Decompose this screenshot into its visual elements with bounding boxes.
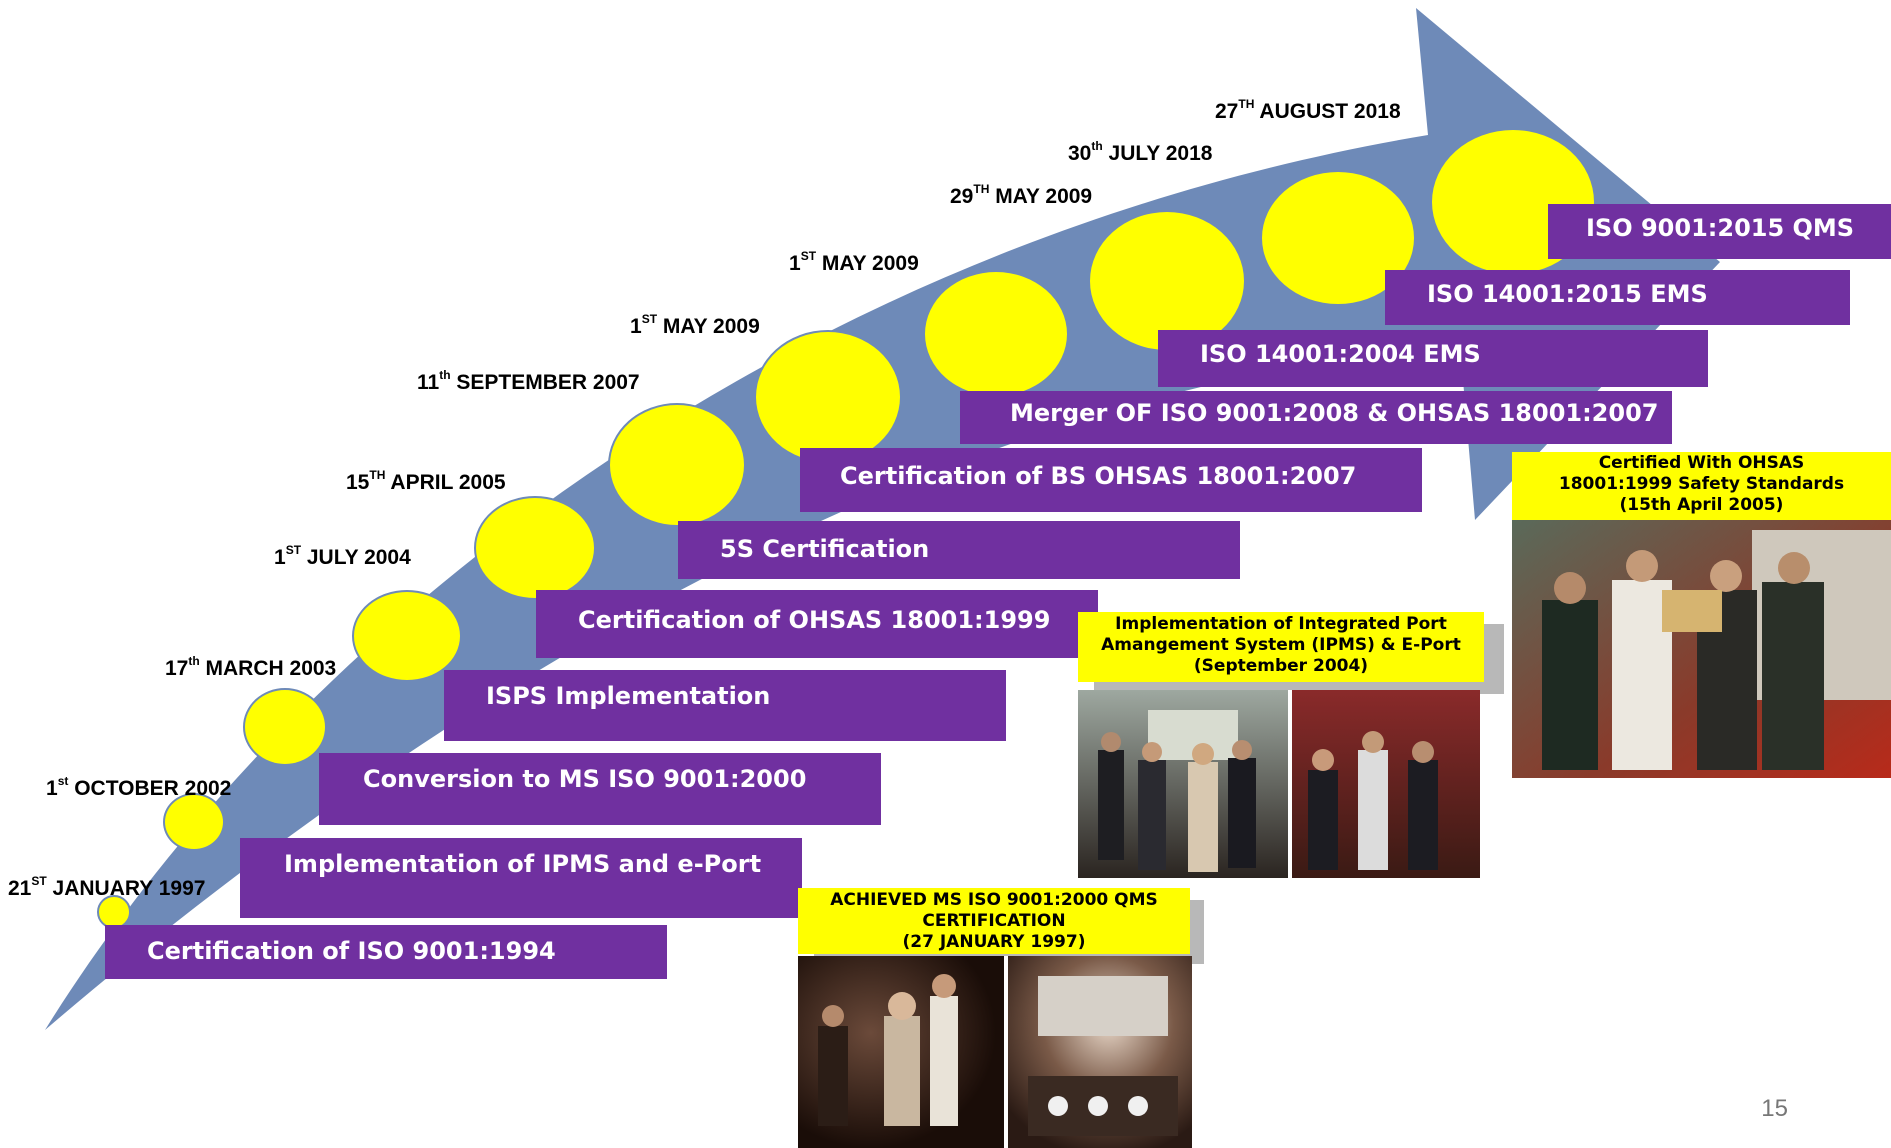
date-label: 11th SEPTEMBER 2007 bbox=[417, 368, 640, 394]
date-label: 1ST JULY 2004 bbox=[274, 543, 411, 569]
certification-photo bbox=[798, 956, 1192, 1148]
milestone-bar: Certification of OHSAS 18001:1999 bbox=[536, 590, 1098, 658]
milestone-bar: ISO 14001:2015 EMS bbox=[1385, 270, 1850, 325]
date-label: 17th MARCH 2003 bbox=[165, 654, 337, 680]
milestone-bar: Certification of BS OHSAS 18001:2007 bbox=[800, 448, 1422, 512]
date-label: 21ST JANUARY 1997 bbox=[8, 874, 206, 900]
ipms-caption: Implementation of Integrated Port Amange… bbox=[1078, 612, 1484, 682]
milestone-circle bbox=[474, 496, 596, 600]
date-label: 27TH AUGUST 2018 bbox=[1215, 97, 1401, 123]
milestone-circle bbox=[352, 590, 462, 682]
milestone-bar: ISO 14001:2004 EMS bbox=[1158, 330, 1708, 387]
milestone-bar: Certification of ISO 9001:1994 bbox=[105, 925, 667, 979]
milestone-bar: Conversion to MS ISO 9001:2000 bbox=[319, 753, 881, 825]
milestone-bar: Merger OF ISO 9001:2008 & OHSAS 18001:20… bbox=[960, 391, 1672, 444]
milestone-circle bbox=[1088, 210, 1246, 352]
date-label: 1st OCTOBER 2002 bbox=[46, 774, 232, 800]
milestone-circle bbox=[243, 688, 327, 766]
date-label: 1ST MAY 2009 bbox=[630, 312, 760, 338]
milestone-bar: ISPS Implementation bbox=[444, 670, 1006, 741]
milestone-circle bbox=[923, 270, 1069, 398]
ipms-photo bbox=[1078, 690, 1480, 878]
achieved-caption: ACHIEVED MS ISO 9001:2000 QMS CERTIFICAT… bbox=[798, 888, 1190, 954]
date-label: 30th JULY 2018 bbox=[1068, 139, 1213, 165]
milestone-circle bbox=[163, 793, 225, 851]
milestone-bar: Implementation of IPMS and e-Port bbox=[240, 838, 802, 918]
ohsas-caption: Certified With OHSAS 18001:1999 Safety S… bbox=[1512, 452, 1891, 520]
date-label: 29TH MAY 2009 bbox=[950, 182, 1093, 208]
milestone-circle bbox=[97, 895, 131, 929]
date-label: 1ST MAY 2009 bbox=[789, 249, 919, 275]
ohsas-photo bbox=[1512, 520, 1891, 778]
page-number: 15 bbox=[1761, 1095, 1788, 1122]
date-label: 15TH APRIL 2005 bbox=[346, 468, 506, 494]
milestone-circle bbox=[754, 330, 902, 464]
milestone-bar: 5S Certification bbox=[678, 521, 1240, 579]
milestone-circle bbox=[1260, 170, 1416, 306]
milestone-bar: ISO 9001:2015 QMS bbox=[1548, 204, 1891, 259]
milestone-circle bbox=[608, 403, 746, 527]
